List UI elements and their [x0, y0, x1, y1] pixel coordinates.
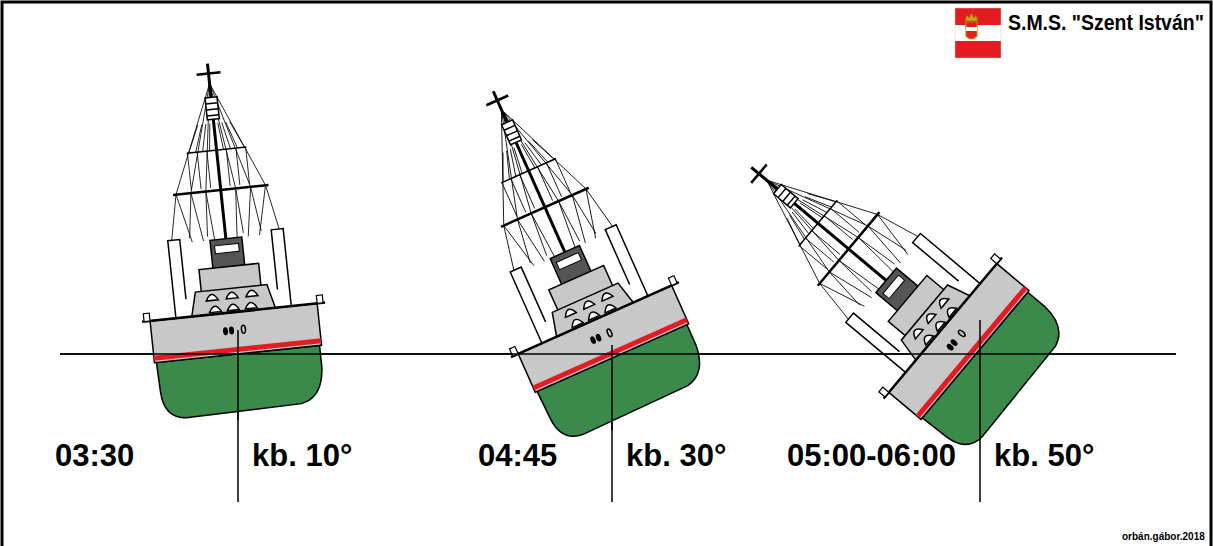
axis-line	[979, 320, 981, 440]
axis-line	[237, 330, 239, 420]
angle-label: kb. 10°	[252, 440, 352, 471]
time-label: 04:45	[478, 440, 557, 471]
axis-line	[611, 345, 613, 430]
time-label: 05:00-06:00	[787, 440, 956, 471]
axis-line	[611, 345, 613, 502]
axis-line	[237, 330, 239, 502]
ship-figure	[409, 54, 719, 449]
waterline	[60, 353, 1176, 355]
angle-label: kb. 30°	[626, 440, 726, 471]
ensign-flag	[955, 8, 1001, 58]
diagram-title: S.M.S. "Szent István"	[1008, 12, 1204, 34]
author-watermark: orbán.gábor.2018	[1122, 532, 1205, 542]
ship-figure	[692, 97, 1078, 463]
axis-line	[979, 320, 981, 502]
angle-label: kb. 50°	[994, 440, 1094, 471]
ship-figure	[116, 54, 336, 421]
time-label: 03:30	[55, 440, 134, 471]
waterline	[60, 353, 1176, 355]
